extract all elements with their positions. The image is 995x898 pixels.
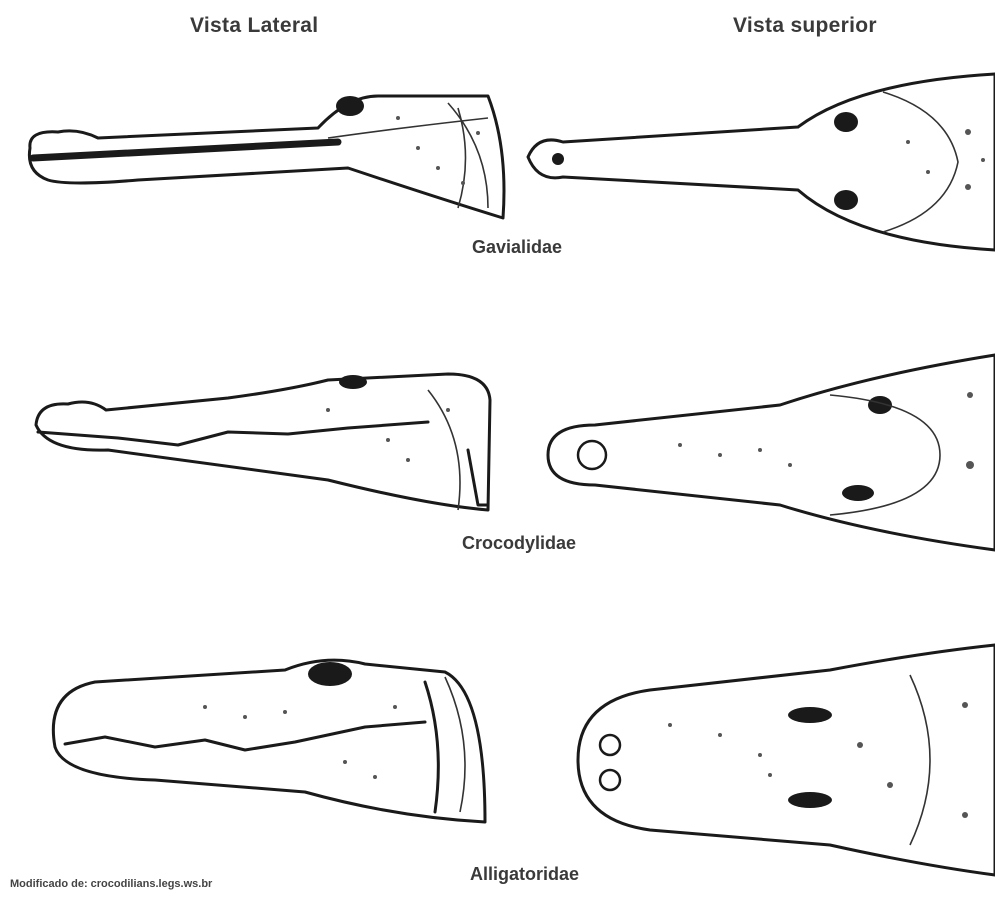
crocodylidae-superior-skull-icon <box>540 355 995 550</box>
column-title-superior: Vista superior <box>733 14 877 38</box>
column-title-lateral: Vista Lateral <box>190 14 318 38</box>
credit-text: Modificado de: crocodilians.legs.ws.br <box>10 878 212 890</box>
family-label-crocodylidae: Crocodylidae <box>462 533 576 554</box>
alligatoridae-lateral-skull-icon <box>45 652 490 832</box>
crocodylidae-lateral-skull-icon <box>28 370 498 520</box>
family-label-gavialidae: Gavialidae <box>472 237 562 258</box>
family-label-alligatoridae: Alligatoridae <box>470 864 579 885</box>
gavialidae-superior-skull-icon <box>528 72 995 252</box>
gavialidae-lateral-skull-icon <box>18 88 513 228</box>
alligatoridae-superior-skull-icon <box>570 645 995 875</box>
